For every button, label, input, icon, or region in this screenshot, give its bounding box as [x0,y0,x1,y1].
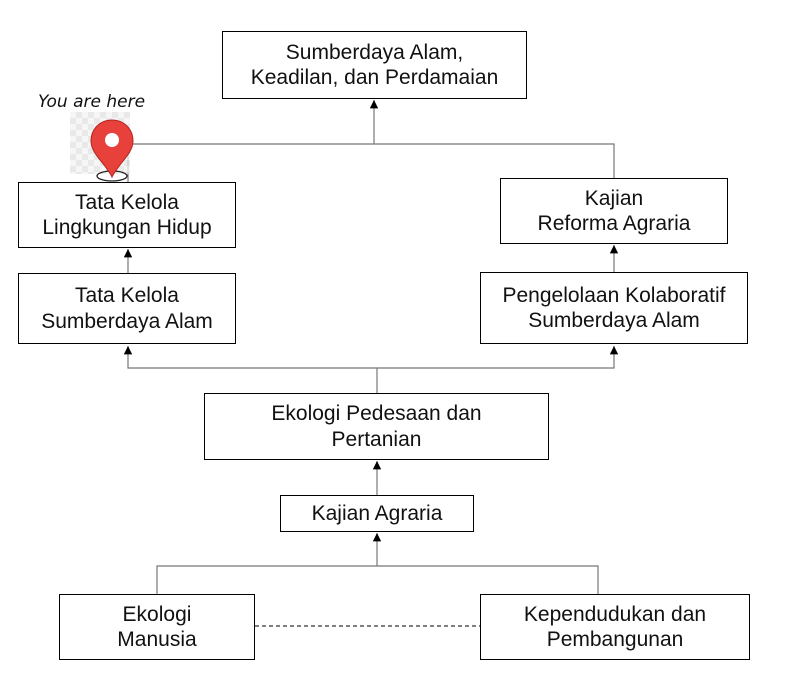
connector-ra-to-top [374,143,615,178]
node-tata-kelola-lingkungan-hidup: Tata Kelola Lingkungan Hidup [18,182,236,248]
node-tata-kelola-sumberdaya-alam: Tata Kelola Sumberdaya Alam [18,273,236,344]
connector-bottom-right [377,565,599,594]
connector-bottom-left [156,565,377,594]
node-pengelolaan-kolaboratif: Pengelolaan Kolaboratif Sumberdaya Alam [480,272,748,344]
connector-lh-to-top [127,143,374,183]
node-sumberdaya-alam-keadilan: Sumberdaya Alam, Keadilan, dan Perdamaia… [222,31,527,99]
node-kajian-agraria: Kajian Agraria [280,495,474,532]
you-are-here-label: You are here [38,92,146,112]
node-kajian-reforma-agraria: Kajian Reforma Agraria [500,178,728,244]
connector-split-left [123,346,377,369]
node-kependudukan-pembangunan: Kependudukan dan Pembangunan [480,594,750,660]
location-pin-icon [90,119,134,182]
node-ekologi-pedesaan-pertanian: Ekologi Pedesaan dan Pertanian [204,393,549,460]
node-ekologi-manusia: Ekologi Manusia [59,594,255,660]
connector-split-right [377,346,619,369]
